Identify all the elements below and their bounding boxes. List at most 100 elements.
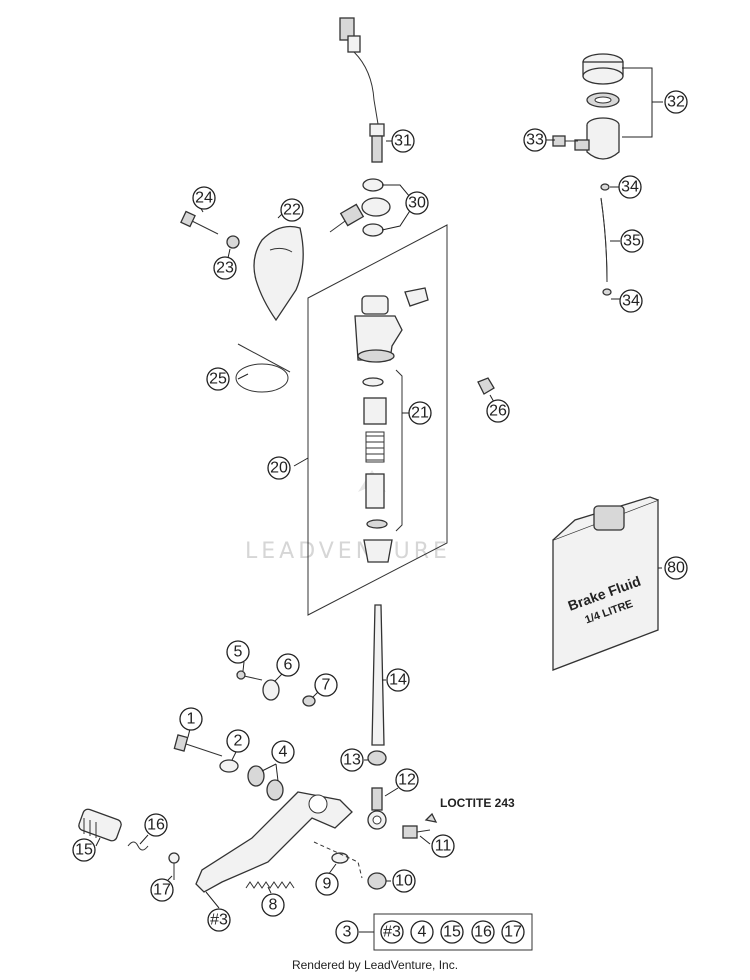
callout-9[interactable]: 9 (315, 872, 339, 896)
callout-30[interactable]: 30 (405, 191, 429, 215)
group-21-bracket (395, 369, 403, 532)
callout-80[interactable]: 80 (664, 556, 688, 580)
callout-4[interactable]: 4 (271, 740, 295, 764)
svg-text:22: 22 (283, 202, 301, 219)
svg-text:7: 7 (322, 677, 331, 694)
svg-text:80: 80 (667, 560, 685, 577)
kit-item-4[interactable]: 4 (410, 920, 434, 944)
callout-12[interactable]: 12 (395, 768, 419, 792)
pedal-washer-9 (331, 852, 349, 864)
callout-8[interactable]: 8 (261, 893, 285, 917)
cable-tie (235, 343, 291, 393)
bleeder-cap (477, 377, 495, 395)
hose-clamp-upper (600, 183, 610, 191)
callout-6[interactable]: 6 (276, 653, 300, 677)
callout-26[interactable]: 26 (486, 399, 510, 423)
svg-text:14: 14 (389, 672, 407, 689)
callout-21[interactable]: 21 (408, 401, 432, 425)
svg-text:17: 17 (153, 882, 171, 899)
svg-text:13: 13 (343, 752, 361, 769)
svg-text:2: 2 (234, 733, 243, 750)
kit-item-h3[interactable]: #3 (380, 920, 404, 944)
callout-34[interactable]: 34 (618, 175, 642, 199)
guard-bolt (180, 210, 219, 235)
clevis-screw (402, 812, 438, 839)
kit-item-17[interactable]: 17 (501, 920, 525, 944)
push-rod-nut (367, 750, 387, 766)
callout-h3[interactable]: #3 (207, 908, 231, 932)
callout-32[interactable]: 32 (664, 90, 688, 114)
tip-pin (168, 852, 180, 880)
clevis (367, 787, 387, 830)
callout-35[interactable]: 35 (620, 229, 644, 253)
svg-text:34: 34 (622, 293, 640, 310)
callout-15[interactable]: 15 (72, 838, 96, 862)
svg-text:26: 26 (489, 403, 507, 420)
callout-22[interactable]: 22 (280, 198, 304, 222)
svg-text:9: 9 (323, 876, 332, 893)
kit-item-15[interactable]: 15 (440, 920, 464, 944)
callout-17[interactable]: 17 (150, 878, 174, 902)
master-cylinder-body (354, 287, 429, 387)
svg-text:31: 31 (394, 133, 412, 150)
callout-1[interactable]: 1 (179, 707, 203, 731)
callout-20[interactable]: 20 (267, 456, 291, 480)
watermark-text: LEADVENTURE (245, 539, 451, 564)
loctite-note: LOCTITE 243 (440, 796, 515, 810)
callout-31[interactable]: 31 (391, 129, 415, 153)
reservoir-hose (600, 197, 608, 283)
banjo-fitting (329, 178, 391, 237)
callout-14[interactable]: 14 (386, 668, 410, 692)
secondary-cup (365, 473, 385, 509)
piston (363, 397, 387, 425)
guard-nut (226, 235, 240, 249)
svg-text:17: 17 (504, 924, 522, 941)
bushing (262, 679, 280, 701)
svg-text:4: 4 (279, 744, 288, 761)
callout-2[interactable]: 2 (226, 729, 250, 753)
svg-text:1: 1 (187, 711, 196, 728)
callout-33[interactable]: 33 (523, 128, 547, 152)
callout-7[interactable]: 7 (314, 673, 338, 697)
callout-11[interactable]: 11 (431, 834, 455, 858)
svg-text:#3: #3 (383, 924, 401, 941)
svg-text:33: 33 (526, 132, 544, 149)
callout-34-lower[interactable]: 34 (619, 289, 643, 313)
piston-spring (365, 431, 385, 463)
svg-text:16: 16 (147, 817, 165, 834)
brake-pedal (195, 791, 353, 893)
fluid-reservoir (552, 53, 624, 160)
pedal-washer (219, 759, 239, 773)
callout-25[interactable]: 25 (206, 367, 230, 391)
svg-text:4: 4 (418, 924, 427, 941)
svg-text:5: 5 (234, 644, 243, 661)
callout-23[interactable]: 23 (213, 256, 237, 280)
callout-13[interactable]: 13 (340, 748, 364, 772)
hose-clamp-lower (602, 288, 612, 296)
svg-text:10: 10 (395, 873, 413, 890)
svg-text:34: 34 (621, 179, 639, 196)
callout-10[interactable]: 10 (392, 869, 416, 893)
callout-16[interactable]: 16 (144, 813, 168, 837)
svg-text:3: 3 (343, 924, 352, 941)
callout-24[interactable]: 24 (192, 186, 216, 210)
svg-text:32: 32 (667, 94, 685, 111)
callout-3[interactable]: 3 (335, 920, 359, 944)
svg-text:25: 25 (209, 371, 227, 388)
kit-item-16[interactable]: 16 (471, 920, 495, 944)
callout-5[interactable]: 5 (226, 640, 250, 664)
pedal-nut-10 (367, 872, 387, 890)
svg-text:23: 23 (216, 260, 234, 277)
svg-text:35: 35 (623, 233, 641, 250)
pedal-bolt (173, 734, 223, 757)
pedal-tip (78, 808, 122, 842)
push-rod (371, 604, 385, 746)
bearing-1 (247, 765, 265, 787)
svg-text:15: 15 (443, 924, 461, 941)
svg-text:11: 11 (435, 838, 452, 855)
dust-boot (363, 539, 393, 563)
svg-text:#3: #3 (210, 912, 228, 929)
brake-light-switch (339, 17, 385, 163)
svg-text:15: 15 (75, 842, 93, 859)
